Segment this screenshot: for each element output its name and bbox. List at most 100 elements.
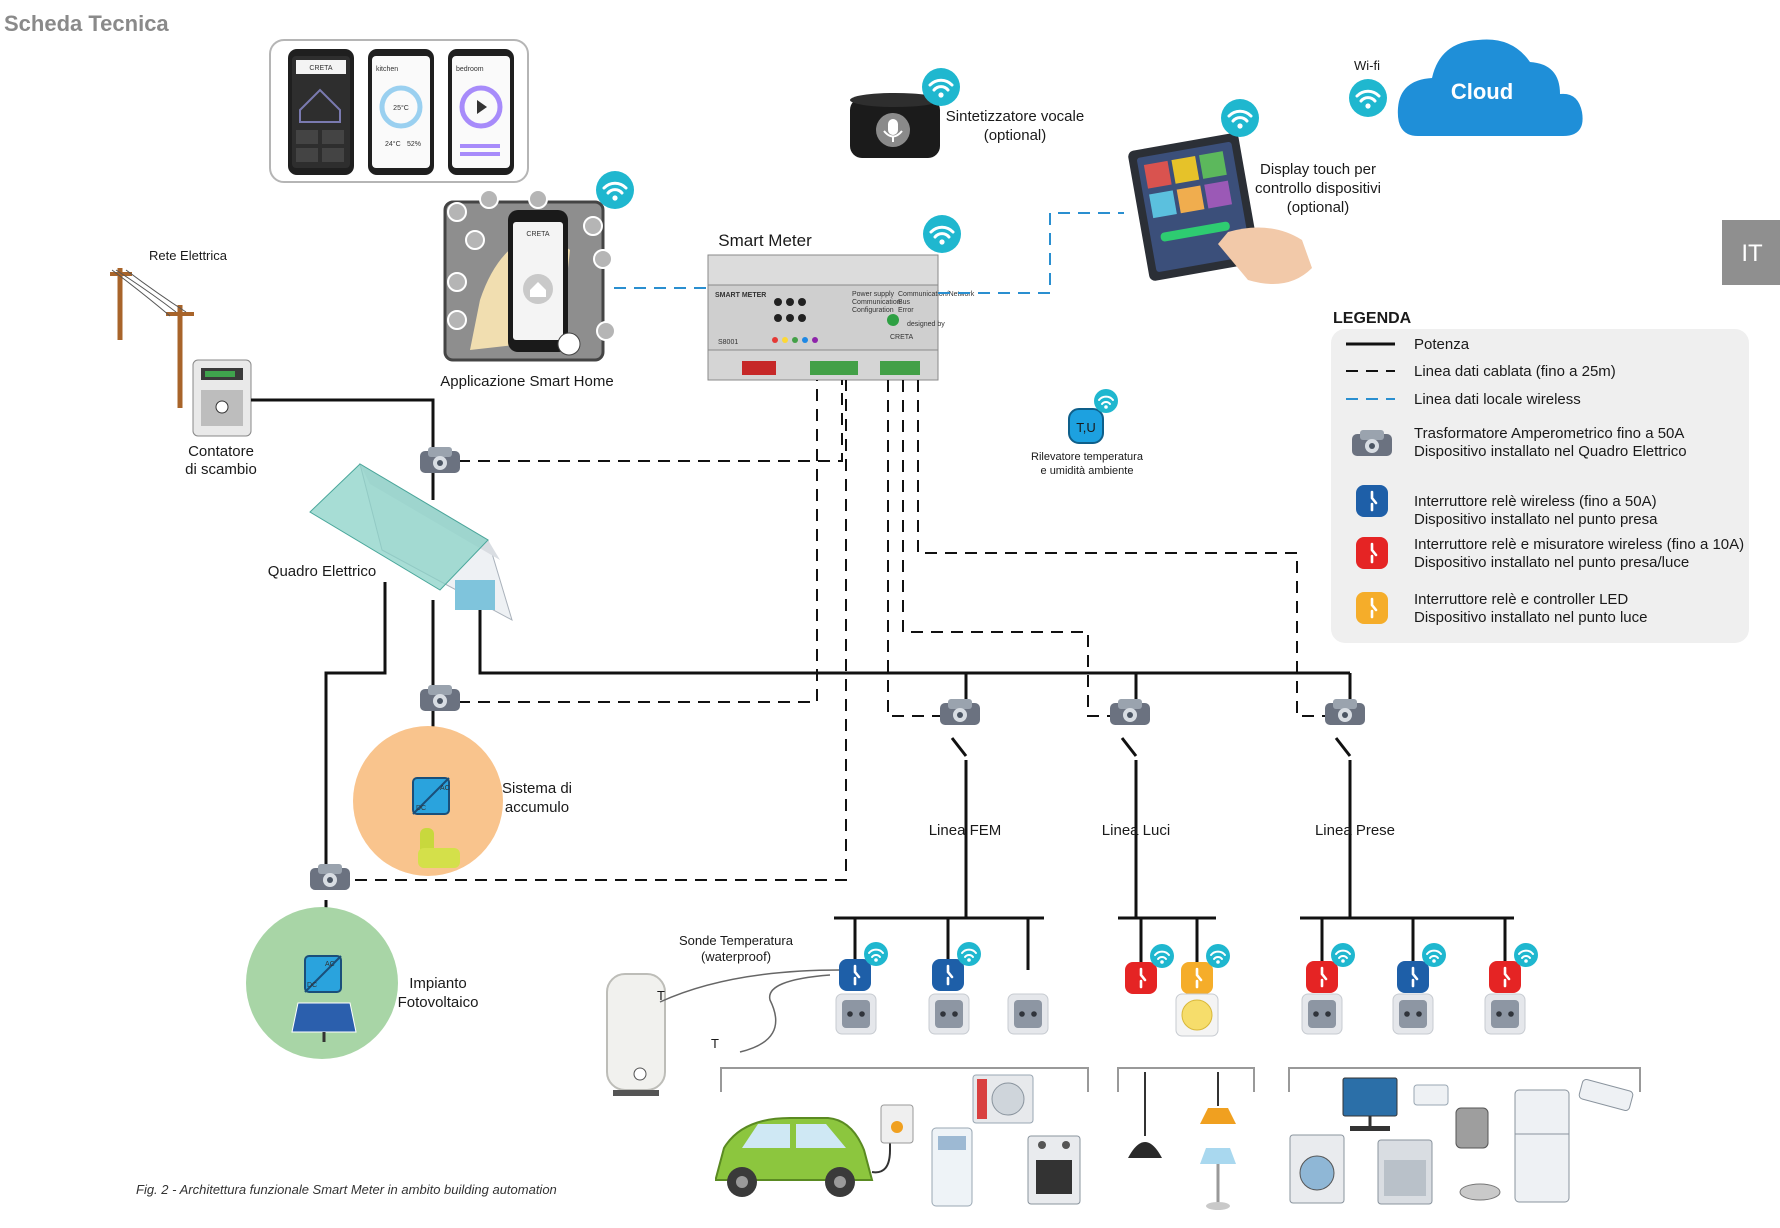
relay-luci-1-wifi-icon bbox=[1149, 943, 1175, 969]
dishwasher-icon bbox=[1377, 1139, 1433, 1205]
socket-prese-3 bbox=[1484, 993, 1526, 1035]
language-tab-label: IT bbox=[1741, 240, 1763, 267]
voice-wifi-icon bbox=[920, 66, 962, 108]
figure-caption: Fig. 2 - Architettura funzionale Smart M… bbox=[136, 1182, 557, 1197]
meter-status-1: Power supply bbox=[852, 291, 895, 298]
phone-brand: CRETA bbox=[309, 65, 333, 72]
app-wifi-icon bbox=[594, 169, 636, 211]
appliance-brackets bbox=[720, 1067, 1641, 1092]
tv-icon bbox=[528, 189, 548, 209]
ct-linea-fem bbox=[940, 699, 980, 725]
meter-status-5: Bus bbox=[898, 299, 911, 306]
linea-fem-label: Linea FEM bbox=[929, 822, 1002, 839]
linea-prese-label: Linea Prese bbox=[1315, 822, 1395, 839]
meter-wifi-icon bbox=[921, 213, 963, 255]
tv-appliance-icon bbox=[1342, 1077, 1398, 1131]
pv-dc: DC bbox=[307, 982, 317, 989]
relay-prese-2[interactable] bbox=[1395, 959, 1431, 995]
voice-assistant[interactable] bbox=[850, 93, 940, 158]
sensor-label-line2: e umidità ambiente bbox=[1041, 465, 1134, 477]
relay-prese-2-wifi-icon bbox=[1421, 942, 1447, 968]
ct-main bbox=[420, 447, 460, 473]
legend-item-4-line1: Trasformatore Amperometrico fino a 50A bbox=[1414, 425, 1684, 442]
ct-linea-prese bbox=[1325, 699, 1365, 725]
ct-linea-luci bbox=[1110, 699, 1150, 725]
relay-luci-1[interactable] bbox=[1123, 960, 1159, 996]
clock-icon bbox=[447, 202, 467, 222]
legend-item-2: Linea dati cablata (fino a 25m) bbox=[1414, 363, 1616, 380]
accumulo-label-line2: accumulo bbox=[505, 799, 569, 816]
relay-prese-3[interactable] bbox=[1487, 959, 1523, 995]
relay-prese-1[interactable] bbox=[1304, 959, 1340, 995]
legend-item-6-line2: Dispositivo installato nel punto presa/l… bbox=[1414, 554, 1689, 571]
sensor-wifi-icon bbox=[1093, 388, 1119, 414]
tools-icon bbox=[479, 189, 499, 209]
app-label: Applicazione Smart Home bbox=[440, 373, 613, 390]
sensor-label-line1: Rilevatore temperatura bbox=[1031, 451, 1144, 463]
app-screens-bubble: CRETA kitchen 25°C 24°C 52% bedroom bbox=[269, 39, 529, 183]
speaker-icon bbox=[447, 310, 467, 330]
temp-humidity-sensor[interactable]: T,U bbox=[1068, 408, 1104, 444]
voice-label-line2: (optional) bbox=[984, 127, 1047, 144]
relay-fem-2[interactable] bbox=[930, 957, 966, 993]
pv-label-line1: Impianto bbox=[409, 975, 467, 992]
linea-luci-label: Linea Luci bbox=[1102, 822, 1170, 839]
legend-title: LEGENDA bbox=[1333, 310, 1412, 327]
touch-display[interactable] bbox=[1127, 132, 1312, 284]
meter-status-6: Error bbox=[898, 307, 914, 314]
water-heater bbox=[606, 973, 666, 1096]
meter-designed: designed by bbox=[907, 321, 945, 328]
legend-relay-red-icon bbox=[1354, 535, 1390, 571]
relay-fem-1-wifi-icon bbox=[863, 941, 889, 967]
floor-lamp-icon bbox=[1200, 1072, 1236, 1210]
phone-home: CRETA bbox=[288, 49, 354, 175]
accumulo-dc: DC bbox=[416, 805, 426, 812]
legend-panel: Potenza Linea dati cablata (fino a 25m) … bbox=[1331, 329, 1749, 643]
legend-relay-orange-icon bbox=[1354, 590, 1390, 626]
legend-item-7-line1: Interruttore relè e controller LED bbox=[1414, 591, 1628, 608]
relay-fem-2-wifi-icon bbox=[956, 941, 982, 967]
wired-data-lines bbox=[335, 380, 1326, 881]
contatore-label-line2: di scambio bbox=[185, 461, 257, 478]
meter-code: S8001 bbox=[718, 339, 738, 346]
sonde-t-2: T bbox=[711, 1036, 719, 1051]
door-icon bbox=[465, 230, 485, 250]
electrical-panel bbox=[309, 462, 513, 622]
cloud-label: Cloud bbox=[1451, 79, 1513, 104]
legend-relay-blue-icon bbox=[1354, 483, 1390, 519]
robot-vacuum-icon bbox=[1459, 1183, 1501, 1201]
phone-bedroom: bedroom bbox=[448, 49, 514, 175]
header-title: Scheda Tecnica bbox=[4, 11, 169, 36]
voice-label-line1: Sintetizzatore vocale bbox=[946, 108, 1084, 125]
fridge-icon bbox=[447, 272, 467, 292]
phone-room-kitchen: kitchen bbox=[376, 66, 398, 73]
meter-brand: CRETA bbox=[890, 334, 914, 341]
relay-fem-1[interactable] bbox=[837, 957, 873, 993]
meter-model: SMART METER bbox=[715, 292, 766, 299]
accumulo-ac: AC bbox=[440, 785, 450, 792]
pv-label-line2: Fotovoltaico bbox=[398, 994, 479, 1011]
pv-ac: AC bbox=[325, 961, 335, 968]
air-conditioner-icon bbox=[972, 1074, 1034, 1124]
ct-fotovoltaico bbox=[310, 864, 350, 890]
phone-kitchen: kitchen 25°C 24°C 52% bbox=[368, 49, 434, 175]
dehumidifier-icon bbox=[931, 1127, 973, 1207]
relay-prese-3-wifi-icon bbox=[1513, 942, 1539, 968]
language-tab[interactable]: IT bbox=[1722, 220, 1780, 285]
gauge-icon bbox=[593, 249, 613, 269]
smart-home-app[interactable]: CRETA Applicazione Smart Home bbox=[440, 189, 616, 390]
smart-meter-device[interactable]: SMART METER S8001 Power supply Communica… bbox=[707, 254, 975, 381]
washing-machine-icon bbox=[1289, 1134, 1345, 1204]
app-phone-brand: CRETA bbox=[526, 231, 550, 238]
router-icon bbox=[1413, 1084, 1449, 1106]
pendant-lamp-icon bbox=[1128, 1072, 1162, 1158]
legend-item-6-line1: Interruttore relè e misuratore wireless … bbox=[1414, 536, 1744, 553]
exchange-meter bbox=[192, 359, 252, 437]
display-label-line2: controllo dispositivi bbox=[1255, 180, 1381, 197]
lamp-icon bbox=[583, 216, 603, 236]
legend-item-5-line2: Dispositivo installato nel punto presa bbox=[1414, 511, 1658, 528]
fridge-appliance-icon bbox=[1514, 1089, 1570, 1203]
rete-label: Rete Elettrica bbox=[149, 248, 228, 263]
sonde-label-line1: Sonde Temperatura bbox=[679, 933, 794, 948]
relay-luci-2[interactable] bbox=[1179, 960, 1215, 996]
